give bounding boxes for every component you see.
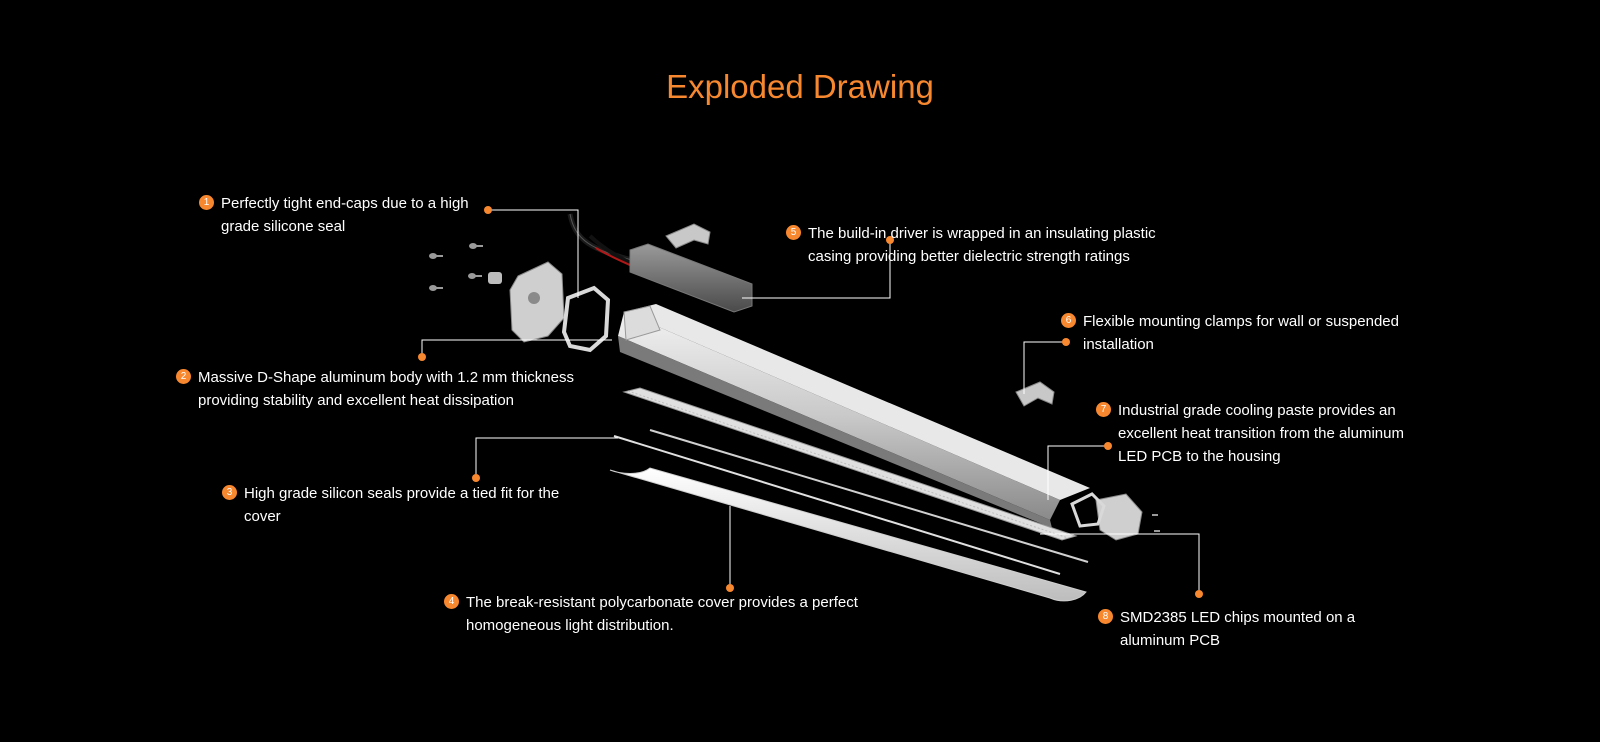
callout-driver: 5 The build-in driver is wrapped in an i… — [786, 222, 1156, 268]
silicone-seal — [561, 285, 611, 353]
mounting-clamp-top — [665, 223, 711, 249]
leader-lines — [421, 209, 1200, 594]
callout-text: The build-in driver is wrapped in an ins… — [808, 225, 1156, 242]
callout-text: LED PCB to the housing — [1118, 448, 1281, 465]
end-cap — [509, 261, 565, 343]
cable-gland — [488, 272, 502, 284]
leader-dots — [418, 206, 1203, 598]
callout-number: 3 — [222, 485, 237, 500]
callout-number: 8 — [1098, 609, 1113, 624]
callout-text: High grade silicon seals provide a tied … — [244, 485, 560, 502]
callout-text: providing stability and excellent heat d… — [198, 392, 515, 409]
mounting-clamp-right — [1015, 381, 1055, 407]
callout-number: 4 — [444, 594, 459, 609]
end-cap-right — [1070, 492, 1160, 541]
callout-text: excellent heat transition from the alumi… — [1118, 425, 1404, 442]
callout-text: Flexible mounting clamps for wall or sus… — [1083, 313, 1399, 330]
callout-end-caps: 1 Perfectly tight end-caps due to a high… — [199, 192, 469, 238]
polycarbonate-cover — [609, 467, 1087, 602]
driver — [567, 213, 753, 313]
callout-number: 5 — [786, 225, 801, 240]
callout-number: 6 — [1061, 313, 1076, 328]
callout-number: 7 — [1096, 402, 1111, 417]
callout-text: Massive D-Shape aluminum body with 1.2 m… — [198, 369, 574, 386]
callout-text: cover — [244, 508, 281, 525]
callout-text: installation — [1083, 336, 1154, 353]
screws — [429, 243, 483, 291]
callout-text: Industrial grade cooling paste provides … — [1118, 402, 1396, 419]
silicon-seals — [613, 429, 1089, 575]
callout-text: homogeneous light distribution. — [466, 617, 674, 634]
callout-number: 2 — [176, 369, 191, 384]
callout-text: casing providing better dielectric stren… — [808, 248, 1130, 265]
callout-cooling-paste: 7 Industrial grade cooling paste provide… — [1096, 399, 1404, 468]
callout-aluminum-body: 2 Massive D-Shape aluminum body with 1.2… — [176, 366, 574, 412]
aluminum-body — [618, 304, 1090, 528]
led-pcb — [622, 387, 1078, 541]
page-title: Exploded Drawing — [666, 68, 934, 105]
callout-text: grade silicone seal — [221, 218, 346, 235]
callout-led-chips: 8 SMD2385 LED chips mounted on a aluminu… — [1098, 606, 1356, 652]
callout-text: aluminum PCB — [1120, 632, 1221, 649]
callout-polycarbonate-cover: 4 The break-resistant polycarbonate cove… — [444, 591, 858, 637]
callout-text: Perfectly tight end-caps due to a high — [221, 195, 469, 212]
callout-silicon-seals: 3 High grade silicon seals provide a tie… — [222, 482, 560, 528]
callout-text: SMD2385 LED chips mounted on a — [1120, 609, 1356, 626]
callout-mounting-clamps: 6 Flexible mounting clamps for wall or s… — [1061, 310, 1399, 356]
callout-number: 1 — [199, 195, 214, 210]
callout-text: The break-resistant polycarbonate cover … — [466, 594, 858, 611]
